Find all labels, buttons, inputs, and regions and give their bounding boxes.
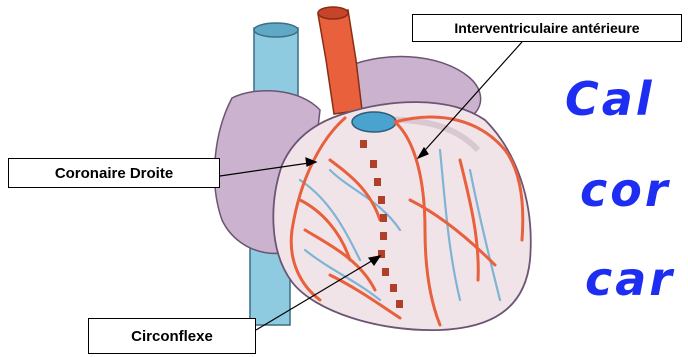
title-line-3: car (585, 252, 675, 306)
aorta (318, 7, 362, 114)
label-interventriculaire-text: Interventriculaire antérieure (454, 20, 639, 36)
title-line-2: cor (580, 163, 671, 217)
label-coronaire-droite-text: Coronaire Droite (55, 165, 173, 182)
label-circonflexe-text: Circonflexe (131, 328, 213, 345)
label-interventriculaire: Interventriculaire antérieure (412, 14, 682, 42)
label-circonflexe: Circonflexe (88, 318, 256, 354)
pulmonary-opening (352, 112, 396, 132)
title-line-1: Cal (565, 72, 655, 126)
label-coronaire-droite: Coronaire Droite (8, 158, 220, 188)
